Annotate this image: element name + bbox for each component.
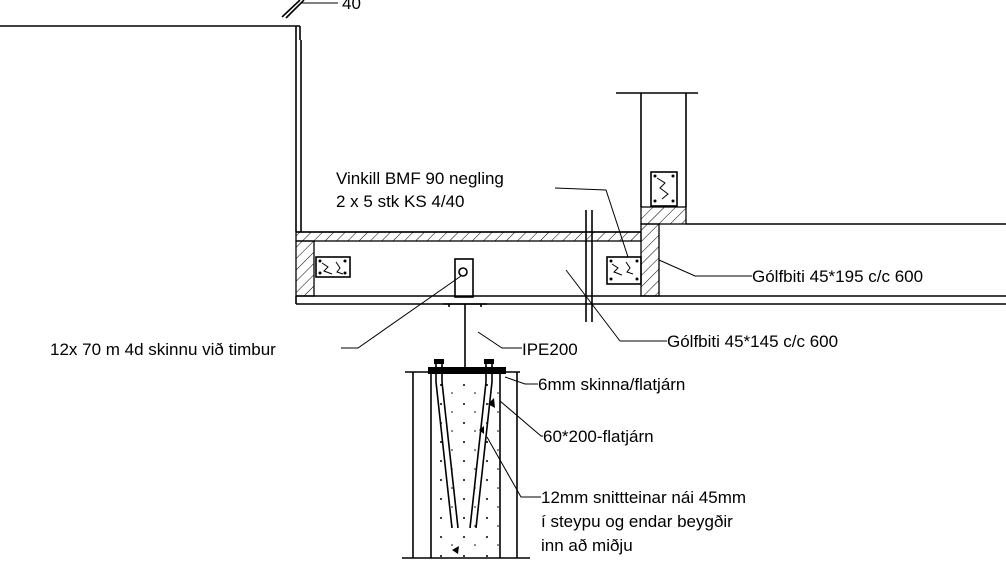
vinkill-label-line2: 2 x 5 stk KS 4/40 xyxy=(336,192,465,211)
ipe200-beam xyxy=(443,303,487,367)
upper-wall xyxy=(0,0,338,232)
ipe200-label: IPE200 xyxy=(522,340,578,359)
golfbiti-195-label: Gólfbiti 45*195 c/c 600 xyxy=(752,267,923,286)
top-plate xyxy=(454,258,474,298)
upper-right-wall xyxy=(616,92,1006,225)
snitt-label-line1: 12mm snittteinar nái 45mm xyxy=(541,488,746,507)
golfbiti-145-label: Gólfbiti 45*145 c/c 600 xyxy=(667,332,838,351)
flatjarn-6mm-label: 6mm skinna/flatjárn xyxy=(538,375,685,394)
flatjarn-60-label: 60*200-flatjárn xyxy=(543,427,654,446)
break-line xyxy=(585,210,593,322)
bolt-icon xyxy=(458,267,468,277)
vinkill-label-line1: Vinkill BMF 90 negling xyxy=(336,169,504,188)
snitt-label-line2: í steypu og endar beygðir xyxy=(541,512,733,531)
snitt-label-line3: inn að miðju xyxy=(541,536,633,555)
bracket-right xyxy=(606,256,642,285)
joist-right xyxy=(640,223,660,297)
skinna-timbur-label: 12x 70 m 4d skinnu við timbur xyxy=(50,340,276,359)
joist-left xyxy=(295,240,315,297)
concrete-column xyxy=(402,367,530,559)
flat-plate xyxy=(428,367,506,374)
bracket-left xyxy=(315,256,351,278)
anchor-bolts xyxy=(434,359,495,554)
leader-lines xyxy=(341,187,752,498)
top-dimension-label: 40 xyxy=(342,0,361,13)
